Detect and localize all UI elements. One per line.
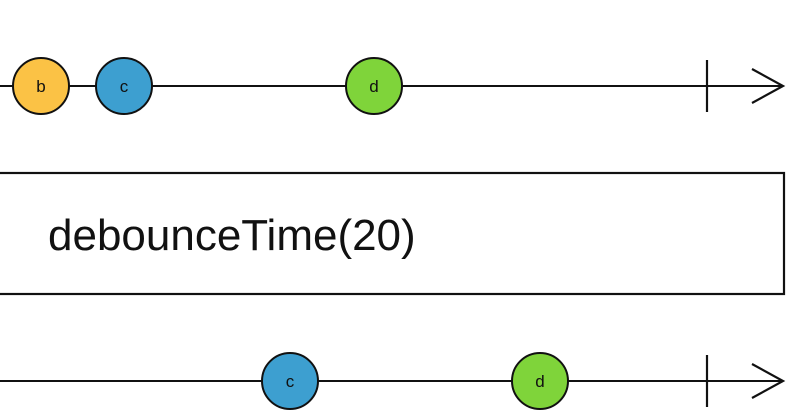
input-marble-b-circle: [12, 57, 70, 115]
input-marble-c-label: c: [120, 77, 129, 96]
input-marble-c: c: [95, 57, 153, 115]
output-marble-c-label: c: [286, 372, 295, 391]
operator-label: debounceTime(20): [48, 211, 416, 260]
operator-box-frame: [0, 171, 786, 296]
input-arrowhead: [751, 68, 786, 104]
input-marble-d-circle: [345, 57, 403, 115]
input-stream: b c d: [0, 57, 786, 115]
input-marble-b-label: b: [36, 77, 45, 96]
output-stream: c d: [0, 352, 786, 410]
output-marble-d-label: d: [535, 372, 544, 391]
operator-box: debounceTime(20): [0, 171, 786, 296]
output-marble-d-circle: [511, 352, 569, 410]
output-marble-d: d: [511, 352, 569, 410]
input-marble-d: d: [345, 57, 403, 115]
output-arrowhead: [751, 363, 786, 399]
input-marble-b: b: [12, 57, 70, 115]
output-marble-c: c: [261, 352, 319, 410]
output-marble-c-circle: [261, 352, 319, 410]
input-marble-c-circle: [95, 57, 153, 115]
input-marble-d-label: d: [369, 77, 378, 96]
